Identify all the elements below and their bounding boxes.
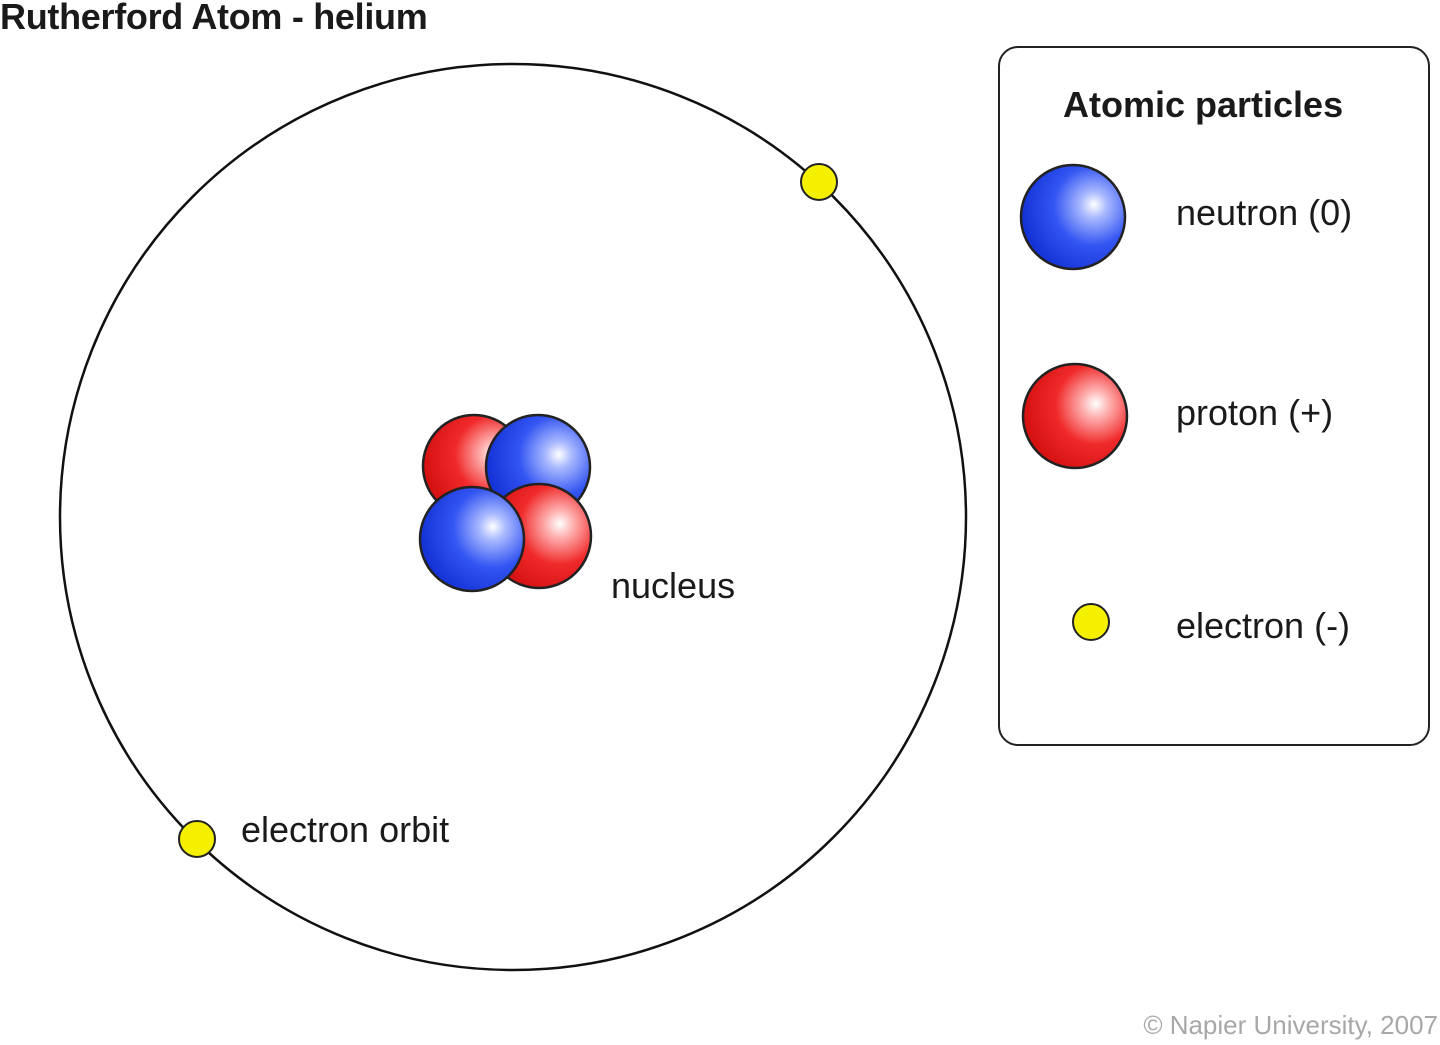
legend-electron-label: electron (-) — [1176, 605, 1351, 646]
legend-proton-icon — [1021, 362, 1129, 470]
electron-orbit — [58, 62, 968, 972]
legend-electron-icon — [1072, 603, 1110, 641]
legend-neutron-icon — [1019, 163, 1127, 271]
electron-bottom-left — [178, 820, 216, 858]
legend-proton-label: proton (+) — [1176, 392, 1334, 433]
copyright-credit: © Napier University, 2007 — [1143, 1010, 1438, 1040]
legend-neutron-label: neutron (0) — [1176, 192, 1353, 233]
legend-panel — [998, 46, 1430, 746]
electron-top-right — [800, 163, 838, 201]
nucleus — [418, 413, 593, 593]
nucleus-label: nucleus — [611, 565, 736, 606]
nucleus-neutron-bottom — [418, 485, 526, 593]
diagram-title: Rutherford Atom - helium — [0, 0, 428, 37]
legend-title: Atomic particles — [1063, 84, 1344, 125]
electron-orbit-label: electron orbit — [241, 809, 450, 850]
